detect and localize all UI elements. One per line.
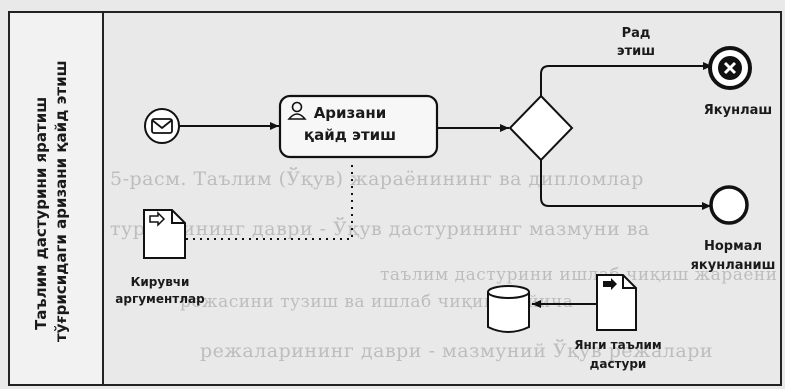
exclusive-gateway[interactable] (508, 94, 574, 162)
output-data-label-line1: Янги таълим (574, 338, 661, 352)
background-text-line: турларининг даври - Ўқув дастурининг маз… (110, 218, 650, 240)
end-normal-label-line2: якунланиш (691, 258, 776, 273)
sequence-flow-reject (540, 62, 712, 96)
input-arrow-icon (149, 211, 166, 227)
background-text-line: режасини тузиш ва ишлаб чиқиш бўйича (180, 292, 574, 312)
reject-flow-label-line1: Рад (622, 26, 651, 41)
data-input-object[interactable] (143, 209, 186, 259)
output-data-label-line2: дастури (590, 357, 647, 371)
envelope-icon (151, 118, 173, 134)
lane-header (8, 11, 104, 386)
lane-title-line2: тўғрисидаги аризани қайд этиш (52, 60, 70, 342)
end-event-terminate[interactable] (708, 46, 752, 90)
task-label-line1: Аризани (314, 104, 387, 122)
input-data-label-line2: аргументлар (115, 292, 205, 306)
output-arrow-icon (603, 278, 617, 290)
input-data-label-line1: Кирувчи (131, 275, 190, 289)
background-text-line: режаларининг даври - мазмуний Ўқув режал… (200, 340, 714, 362)
message-start-event[interactable] (144, 108, 180, 144)
data-output-object[interactable] (596, 274, 637, 331)
data-store[interactable] (487, 285, 530, 333)
sequence-flow-normal (540, 160, 711, 210)
data-association-input (186, 160, 353, 240)
background-caption: 5-расм. Таълим (Ўқув) жараёнининг ва дип… (110, 168, 644, 190)
end-reject-label: Якунлаш (704, 103, 772, 118)
user-icon (287, 101, 307, 120)
end-normal-label-line1: Нормал (704, 239, 762, 254)
task-register-application[interactable]: Аризани қайд этиш (278, 94, 439, 159)
end-event-normal[interactable] (709, 185, 749, 225)
task-label-line2: қайд этиш (304, 126, 396, 144)
pool-border (8, 11, 782, 386)
reject-flow-label-line2: этиш (617, 44, 655, 59)
background-text-line: таълим дастурини ишлаб чиқиш жараёни (380, 265, 778, 285)
lane-title-line1: Таълим дастурини яратиш (32, 97, 50, 330)
